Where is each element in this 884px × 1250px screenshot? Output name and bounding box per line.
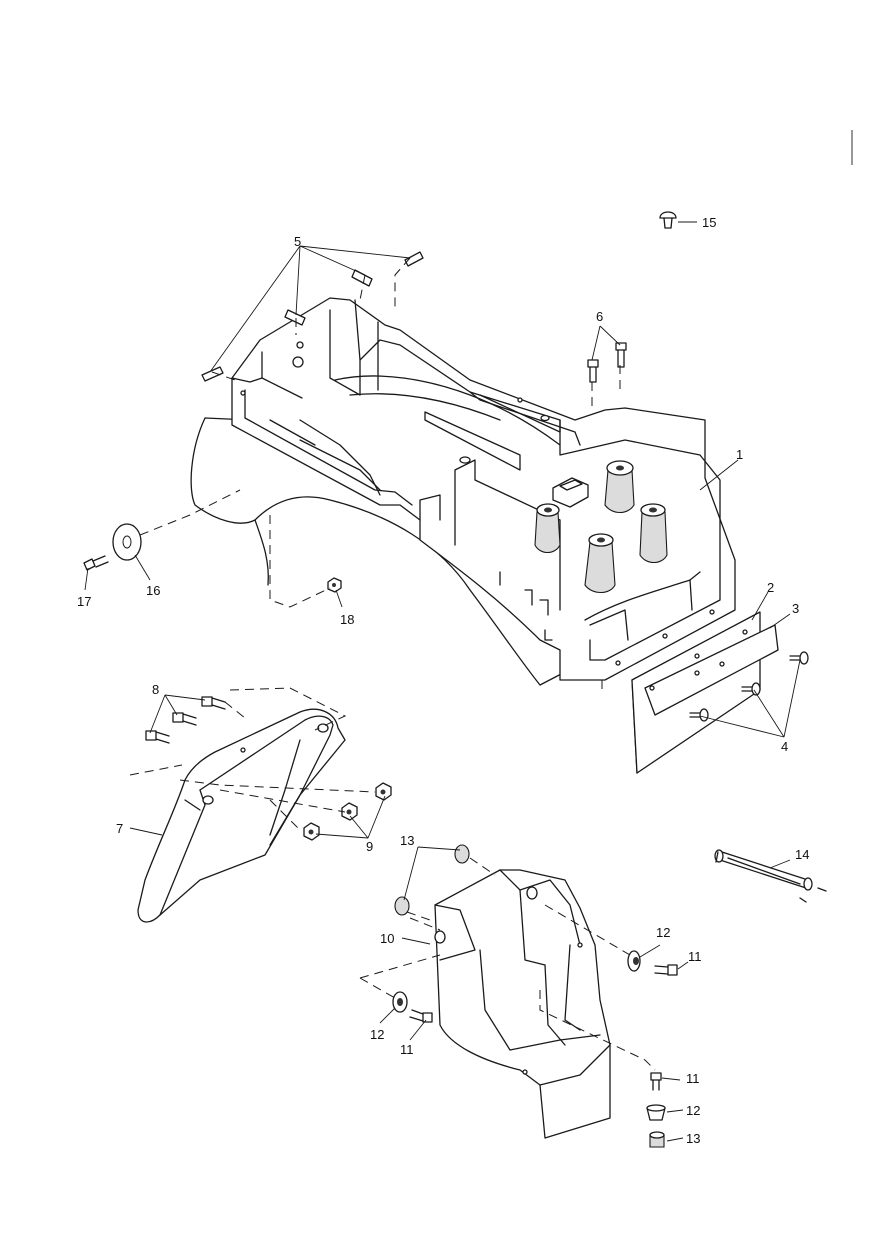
mounting-boss <box>639 503 668 564</box>
part-9-nut <box>303 782 392 841</box>
callout-13-bottom: 13 <box>686 1131 701 1146</box>
callout-3: 3 <box>792 601 800 616</box>
callout-7: 7 <box>116 821 124 836</box>
callout-15: 15 <box>702 215 717 230</box>
callout-11-right: 11 <box>688 949 702 964</box>
part-3-gasket <box>644 624 779 716</box>
part-4-fastener <box>689 651 809 722</box>
mounting-boss <box>584 533 616 594</box>
callout-9: 9 <box>366 839 374 854</box>
part-17-screw <box>83 555 109 571</box>
part-8-bolt <box>145 696 226 744</box>
callout-1: 1 <box>736 447 744 462</box>
callout-14: 14 <box>795 847 810 862</box>
mounting-boss <box>534 503 561 554</box>
callout-12-right: 12 <box>656 925 671 940</box>
part-15-rivet <box>659 211 677 229</box>
callout-17: 17 <box>77 594 92 609</box>
part-12-bush <box>392 950 666 1121</box>
mounting-boss <box>604 460 635 514</box>
part-18-nut <box>327 577 342 593</box>
callout-8: 8 <box>152 682 160 697</box>
part-7-hugger <box>137 708 346 923</box>
part-14-strap <box>714 849 827 903</box>
leader-lines <box>84 221 801 1142</box>
callout-18: 18 <box>340 612 355 627</box>
callout-16: 16 <box>146 583 161 598</box>
callout-11-bottom: 11 <box>686 1071 700 1086</box>
callout-11-left: 11 <box>400 1042 414 1057</box>
part-10-battery-box <box>434 869 611 1139</box>
callout-6: 6 <box>596 309 604 324</box>
part-1-rear-mudguard <box>190 297 736 686</box>
callout-5: 5 <box>294 234 302 249</box>
part-11-screw <box>409 964 678 1091</box>
part-16-washer <box>112 523 142 561</box>
callout-10: 10 <box>380 931 395 946</box>
part-5-bolt <box>201 251 424 382</box>
callout-12-bottom: 12 <box>686 1103 701 1118</box>
callout-4: 4 <box>781 739 789 754</box>
part-6-screw <box>587 342 627 383</box>
callout-2: 2 <box>767 580 775 595</box>
callout-13-upper: 13 <box>400 833 415 848</box>
callout-12-left: 12 <box>370 1027 385 1042</box>
